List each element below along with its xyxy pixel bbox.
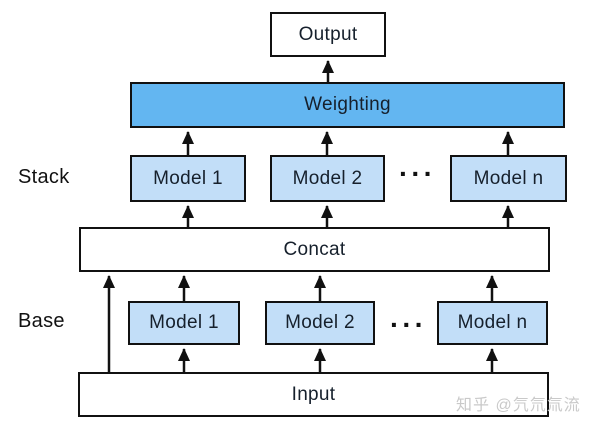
stack-layer-label: Stack	[18, 166, 70, 188]
stack-model-n-box: Model n	[450, 155, 567, 202]
stack-model-2-box: Model 2	[270, 155, 385, 202]
base-model-2-box: Model 2	[265, 301, 375, 345]
input-box: Input	[78, 372, 549, 417]
watermark-text: 知乎 @氕氘氚流	[456, 397, 581, 414]
base-model-1-box: Model 1	[128, 301, 240, 345]
stack-ellipsis: ···	[399, 158, 436, 189]
base-ellipsis: ···	[390, 309, 427, 340]
base-layer-label: Base	[18, 310, 65, 332]
stack-model-1-box: Model 1	[130, 155, 246, 202]
weighting-box: Weighting	[130, 82, 565, 128]
concat-box: Concat	[79, 227, 550, 272]
output-box: Output	[270, 12, 386, 57]
base-model-n-box: Model n	[437, 301, 548, 345]
